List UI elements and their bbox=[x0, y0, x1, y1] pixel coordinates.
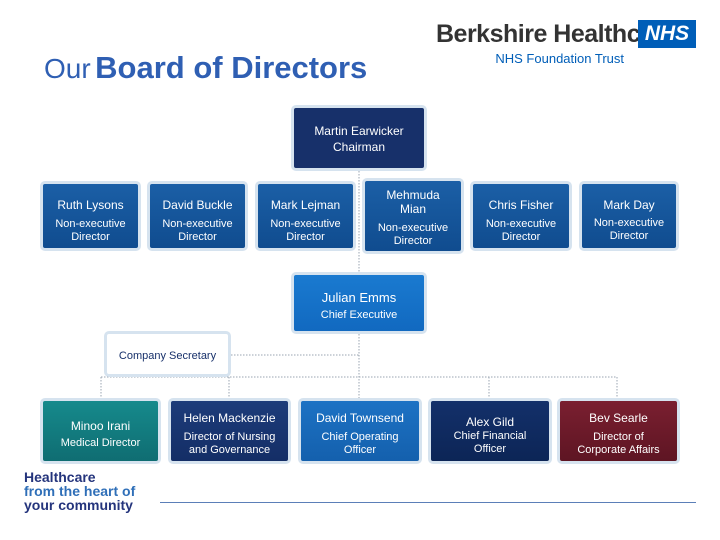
exec-box-1: Minoo Irani Medical Director bbox=[40, 398, 161, 464]
tagline-line-2: from the heart of bbox=[24, 483, 136, 499]
tagline-line-1: Healthcare bbox=[24, 469, 96, 485]
ned-box-4: Mehmuda Mian Non-executive Director bbox=[362, 178, 464, 254]
ned-role: Non-executive Director bbox=[162, 218, 233, 243]
chief-executive-box: Julian Emms Chief Executive bbox=[291, 272, 427, 334]
logo-name: Berkshire Healthcare bbox=[436, 20, 677, 48]
ned-role: Non-executive Director bbox=[377, 222, 449, 247]
ned-role: Non-executive Director bbox=[485, 218, 557, 243]
nhs-badge: NHS bbox=[638, 20, 696, 48]
title-main: Board of Directors bbox=[95, 50, 368, 85]
ned-box-6: Mark Day Non-executive Director bbox=[579, 181, 679, 251]
ceo-name: Julian Emms bbox=[321, 290, 397, 305]
exec-name: Alex Gild bbox=[465, 415, 515, 429]
ned-box-5: Chris Fisher Non-executive Director bbox=[470, 181, 572, 251]
ned-box-2: David Buckle Non-executive Director bbox=[147, 181, 248, 251]
exec-name: Minoo Irani bbox=[70, 419, 131, 433]
page-title: Our Board of Directors bbox=[44, 50, 367, 86]
exec-box-2: Helen Mackenzie Director of Nursing and … bbox=[168, 398, 291, 464]
ned-name: Chris Fisher bbox=[488, 198, 554, 212]
company-secretary-label: Company Secretary bbox=[118, 350, 217, 362]
ned-role: Non-executive Director bbox=[270, 218, 341, 243]
ned-name: Mark Lejman bbox=[270, 198, 341, 212]
title-prefix: Our bbox=[44, 53, 91, 84]
exec-role: Chief Financial Officer bbox=[453, 430, 527, 455]
chairman-box: Martin Earwicker Chairman bbox=[291, 105, 427, 171]
ned-role: Non-executive Director bbox=[55, 218, 126, 243]
ceo-role: Chief Executive bbox=[320, 309, 398, 321]
exec-role: Director of Nursing and Governance bbox=[183, 431, 276, 456]
exec-name: David Townsend bbox=[316, 411, 404, 425]
footer-divider bbox=[160, 502, 696, 503]
ned-box-3: Mark Lejman Non-executive Director bbox=[255, 181, 356, 251]
exec-box-3: David Townsend Chief Operating Officer bbox=[298, 398, 422, 464]
exec-role: Medical Director bbox=[60, 437, 141, 449]
exec-name: Helen Mackenzie bbox=[183, 411, 276, 425]
ned-name: Mehmuda Mian bbox=[386, 188, 440, 216]
ned-name: Mark Day bbox=[603, 198, 655, 212]
chairman-role: Chairman bbox=[332, 140, 386, 154]
ned-role: Non-executive Director bbox=[593, 217, 665, 242]
organisation-logo: Berkshire Healthcare NHS NHS Foundation … bbox=[436, 20, 698, 68]
footer-tagline-logo: Healthcare from the heart of your commun… bbox=[24, 470, 154, 512]
exec-role: Chief Operating Officer bbox=[321, 431, 399, 456]
exec-role: Director of Corporate Affairs bbox=[577, 431, 660, 456]
ned-name: David Buckle bbox=[162, 198, 233, 212]
exec-box-5: Bev Searle Director of Corporate Affairs bbox=[557, 398, 680, 464]
company-secretary-box: Company Secretary bbox=[104, 331, 231, 377]
chairman-name: Martin Earwicker bbox=[314, 124, 404, 138]
exec-box-4: Alex Gild Chief Financial Officer bbox=[428, 398, 552, 464]
ned-name: Ruth Lysons bbox=[57, 198, 124, 212]
ned-box-1: Ruth Lysons Non-executive Director bbox=[40, 181, 141, 251]
exec-name: Bev Searle bbox=[589, 411, 648, 425]
tagline-line-3: your community bbox=[24, 497, 133, 513]
logo-subtitle: NHS Foundation Trust bbox=[495, 51, 624, 66]
